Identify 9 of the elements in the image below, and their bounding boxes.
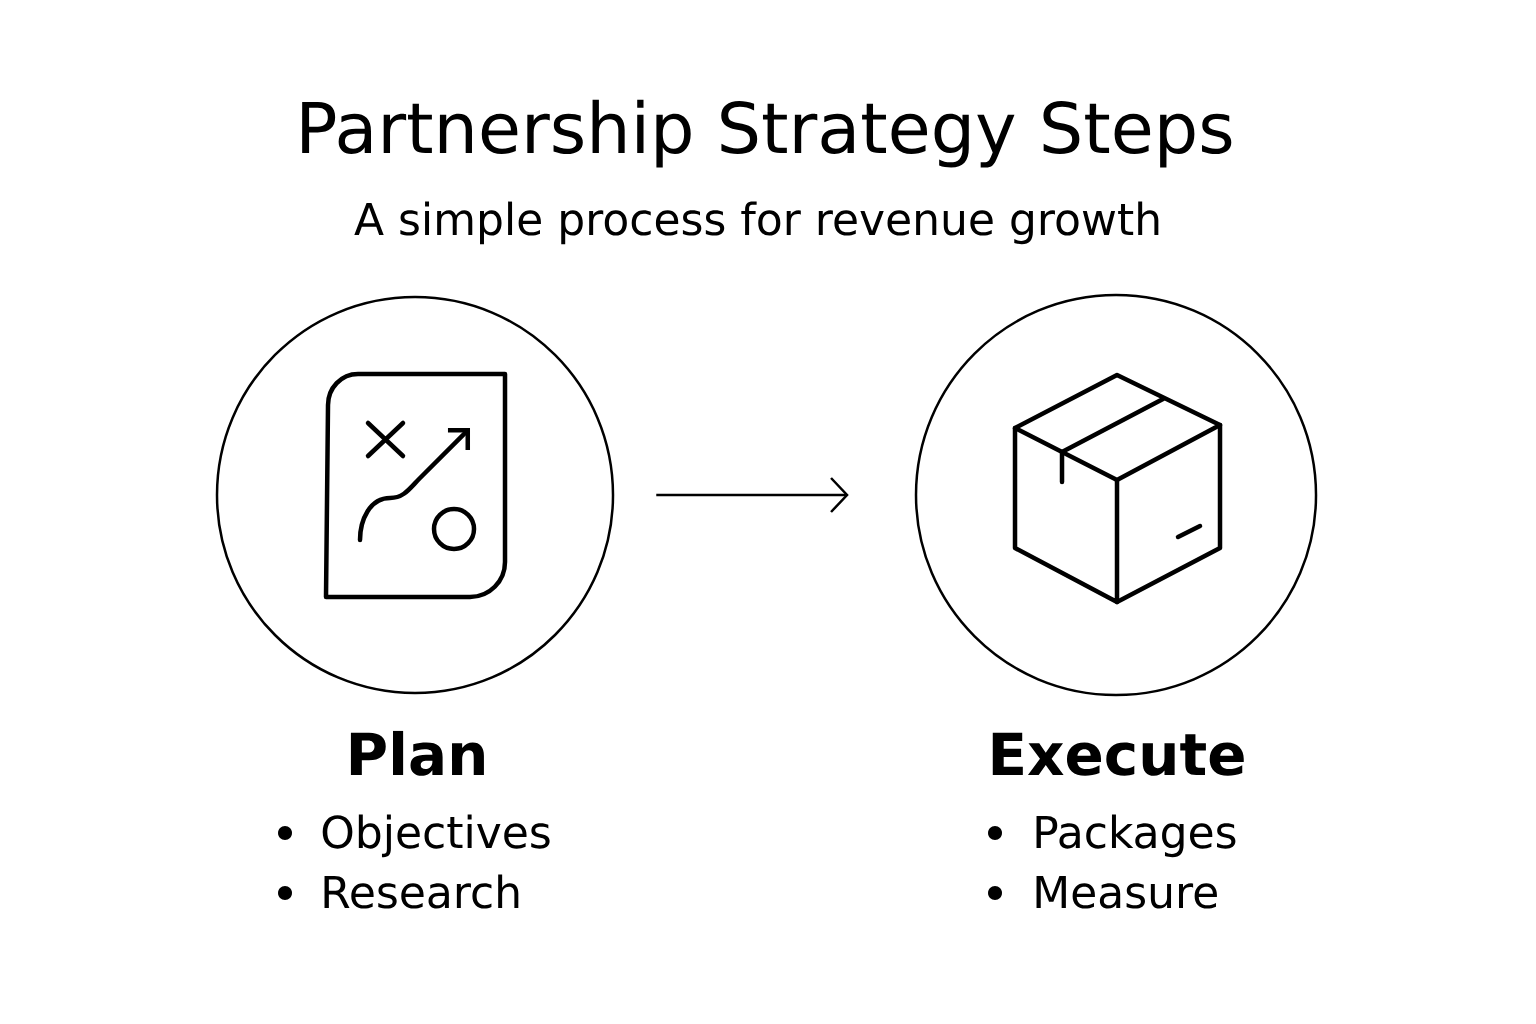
step-heading: Plan xyxy=(350,730,484,776)
title: Partnership Strategy Steps xyxy=(302,99,1232,168)
arrow xyxy=(656,477,849,513)
bullet-text: Measure xyxy=(1036,875,1217,909)
subtitle: A simple process for revenue growth xyxy=(354,201,1159,245)
bullet-text: Research xyxy=(324,874,519,909)
bullet-text: Objectives xyxy=(322,814,550,858)
bullet-text: Packages xyxy=(1036,814,1236,858)
step-heading: Execute xyxy=(992,732,1244,776)
